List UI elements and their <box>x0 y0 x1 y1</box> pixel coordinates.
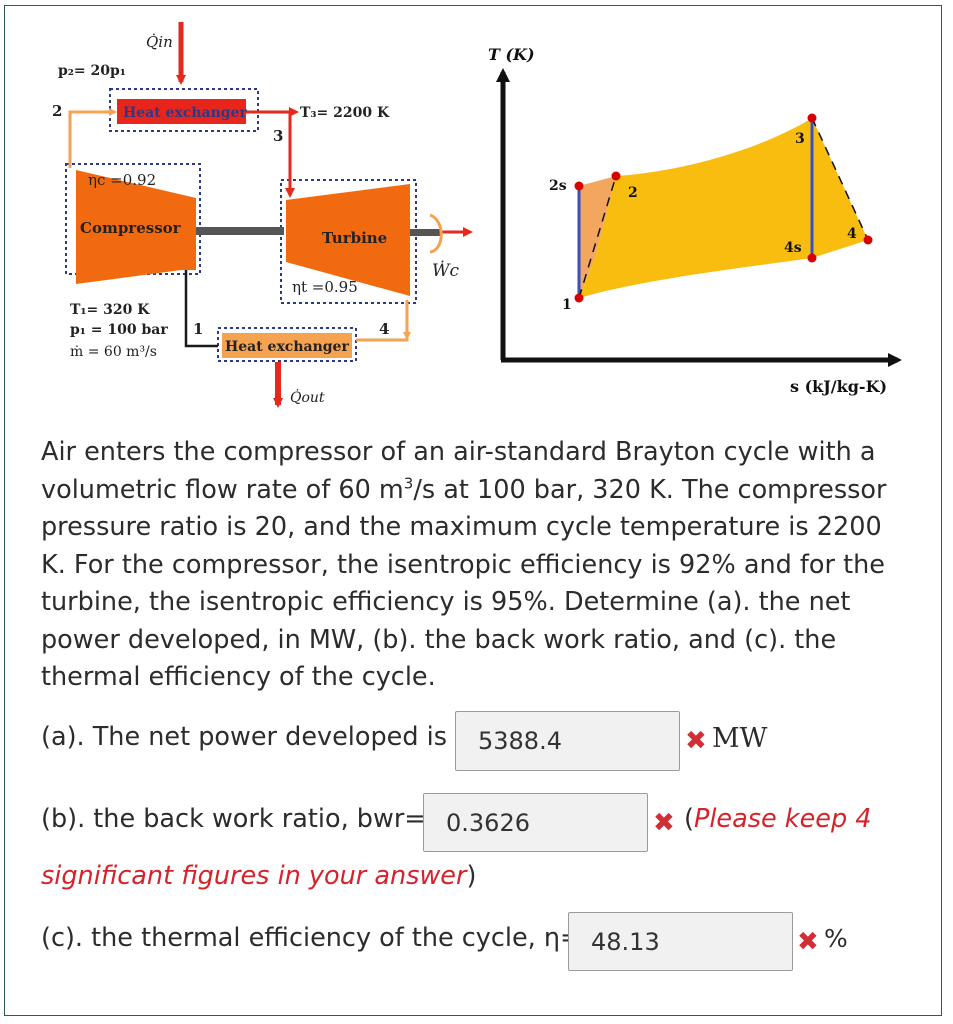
point-2s-label: 2s <box>549 178 567 194</box>
bottom-heat-exchanger <box>222 333 352 358</box>
answer-b-note-line2: significant figures in your answer) <box>41 861 476 891</box>
turbine-label: Turbine <box>322 229 387 247</box>
bottom-hx-boundary <box>217 327 357 362</box>
problem-text-part-2: /s at 100 bar, 320 K. The compressor pre… <box>41 474 887 693</box>
note-text-line1: Please keep 4 <box>693 804 872 834</box>
point-1 <box>574 293 584 303</box>
compressor-eff-label: ηc =0.92 <box>88 171 156 189</box>
point-3 <box>807 113 817 123</box>
note-paren-open: ( <box>684 804 694 834</box>
rotation-icon <box>429 213 443 254</box>
answer-a-input[interactable]: 5388.4 <box>455 711 680 771</box>
t1-label: T₁= 320 K <box>70 302 150 318</box>
actual-compression <box>578 175 617 299</box>
qout-label: Q̇out <box>290 388 325 406</box>
bottom-hx-label: Heat exchanger <box>225 339 349 355</box>
p2-label: p₂= 20p₁ <box>58 63 126 79</box>
turbine-boundary <box>280 179 417 304</box>
t-axis-label: T (K) <box>488 45 535 64</box>
answer-a-incorrect-icon: ✖ <box>685 726 707 756</box>
problem-superscript: 3 <box>403 474 414 492</box>
point-2-label: 2 <box>628 185 638 201</box>
point-1-label: 1 <box>562 297 572 313</box>
turbine-inlet-tab <box>286 200 300 212</box>
problem-text-part-1: Air enters the compressor of an air-stan… <box>41 437 876 505</box>
answer-c-label: (c). the thermal efficiency of the cycle… <box>41 923 582 953</box>
ts-chart: T (K) s (kJ/kg-K) 1 2s 2 3 4s 4 <box>488 45 902 396</box>
answer-b-note-line1: (Please keep 4 <box>684 804 871 834</box>
shaft-out <box>410 229 440 236</box>
compressor-outlet-tab <box>176 250 196 270</box>
compressor-label: Compressor <box>80 219 182 237</box>
answer-b-incorrect-icon: ✖ <box>653 808 675 838</box>
point-2 <box>611 171 621 181</box>
shaft <box>196 227 284 235</box>
compressor-loss-region <box>579 176 616 298</box>
actual-expansion <box>811 117 869 241</box>
note-text-line2: significant figures in your answer <box>41 861 467 891</box>
compressor-boundary <box>65 163 201 275</box>
t3-label: T₃= 2200 K <box>300 105 390 121</box>
answer-c-incorrect-icon: ✖ <box>797 927 819 957</box>
cycle-area <box>579 118 868 298</box>
wc-label: Ẇc <box>432 260 459 281</box>
top-hx-boundary <box>109 88 259 132</box>
compressor-shape <box>76 170 196 284</box>
point-4s <box>807 253 817 263</box>
point-4-label: 4 <box>847 226 857 242</box>
state-4-label: 4 <box>379 320 389 338</box>
answer-b-input[interactable]: 0.3626 <box>423 793 648 852</box>
state-2-label: 2 <box>52 102 62 120</box>
answer-b-label: (b). the back work ratio, bwr= <box>41 804 426 834</box>
flow-hx-to-3 <box>245 110 295 198</box>
point-4s-label: 4s <box>784 240 802 256</box>
flow-hx-to-1 <box>184 268 218 348</box>
schematic <box>65 88 417 362</box>
point-2s <box>574 181 584 191</box>
state-3-label: 3 <box>273 127 283 145</box>
turbine-eff-label: ηt =0.95 <box>292 278 358 296</box>
note-paren-close: ) <box>466 861 477 891</box>
brayton-diagram: p₂= 20p₁ Q̇in Heat exchanger T₃= 2200 K … <box>52 22 902 408</box>
answer-c-input[interactable]: 48.13 <box>568 912 793 971</box>
p1-label: p₁ = 100 bar <box>70 322 168 338</box>
point-3-label: 3 <box>795 131 805 147</box>
problem-statement: Air enters the compressor of an air-stan… <box>41 434 911 697</box>
top-heat-exchanger <box>117 99 246 124</box>
answer-a-label: (a). The net power developed is <box>41 722 448 752</box>
answer-a-unit: MW <box>712 723 768 754</box>
answer-c-unit: % <box>824 924 848 953</box>
state-1-label: 1 <box>193 320 203 338</box>
qin-label: Q̇in <box>146 33 173 51</box>
mdot-label: ṁ = 60 m³/s <box>70 344 157 360</box>
flow-2-to-hx <box>68 108 117 168</box>
flow-lines <box>68 108 411 342</box>
top-hx-label: Heat exchanger <box>123 105 247 121</box>
point-4 <box>863 235 873 245</box>
s-axis-label: s (kJ/kg-K) <box>790 377 887 396</box>
turbine-shape <box>286 184 410 296</box>
